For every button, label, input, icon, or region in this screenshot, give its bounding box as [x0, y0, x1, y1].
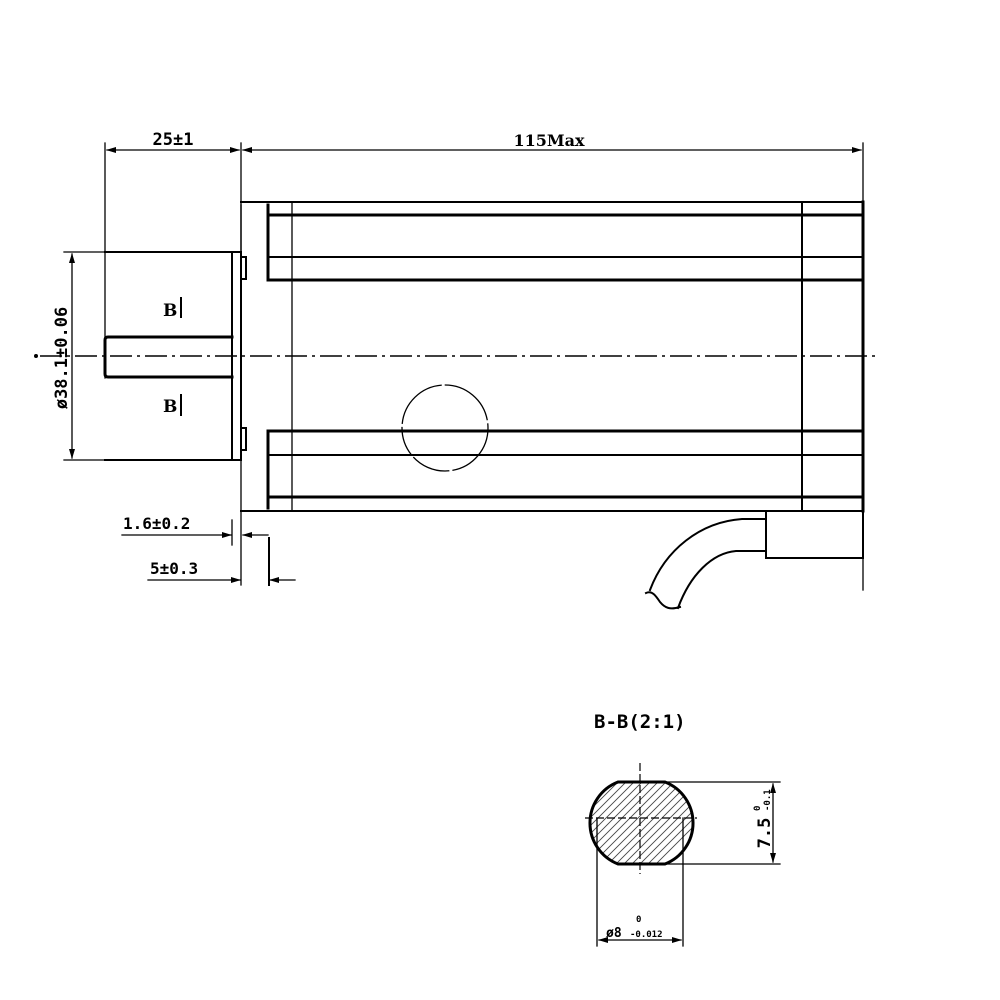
section-view: B-B(2:1) — [585, 711, 781, 947]
dim-label-body-length: 115Max — [513, 131, 584, 150]
dim-flange-thickness: 1.6±0.2 — [121, 514, 269, 546]
front-flange — [231, 204, 247, 586]
dim-shaft-diameter: ø8 0 -0.012 — [606, 915, 663, 941]
dim-diameter-lower-tol: -0.012 — [630, 930, 663, 940]
dim-label-pilot-depth: 5±0.3 — [150, 559, 198, 578]
dim-shaft-length: 25±1 — [104, 130, 242, 379]
section-mark-upper: B — [163, 297, 182, 321]
dim-diameter-upper-tol: 0 — [636, 915, 641, 925]
dim-pilot-diameter: ø38.1±0.06 — [34, 251, 233, 461]
dim-body-length: 115Max — [242, 131, 864, 206]
dim-pilot-depth: 5±0.3 — [147, 559, 296, 583]
hidden-circle — [401, 384, 489, 472]
dim-label-shaft-length: 25±1 — [153, 130, 194, 150]
dim-flat: 7.5 0 -0.1 — [753, 789, 775, 848]
cable-connector — [765, 510, 864, 559]
motor-body — [240, 200, 865, 591]
shaft — [103, 335, 234, 379]
dim-flat-lower-tol: -0.1 — [763, 789, 773, 811]
dim-label-pilot-diameter: ø38.1±0.06 — [52, 307, 72, 409]
section-view-title: B-B(2:1) — [594, 711, 686, 733]
center-dot — [34, 354, 38, 358]
dim-flat-nominal: 7.5 — [755, 818, 775, 849]
section-mark-lower: B — [163, 394, 182, 417]
pilot-boss — [104, 251, 233, 461]
dim-label-flange-thickness: 1.6±0.2 — [123, 514, 190, 533]
section-letter-lower: B — [163, 397, 177, 417]
dim-flat-upper-tol: 0 — [753, 806, 763, 811]
cable — [644, 518, 767, 610]
dim-diameter-nominal: ø8 — [606, 926, 622, 941]
section-letter-upper: B — [163, 301, 177, 321]
